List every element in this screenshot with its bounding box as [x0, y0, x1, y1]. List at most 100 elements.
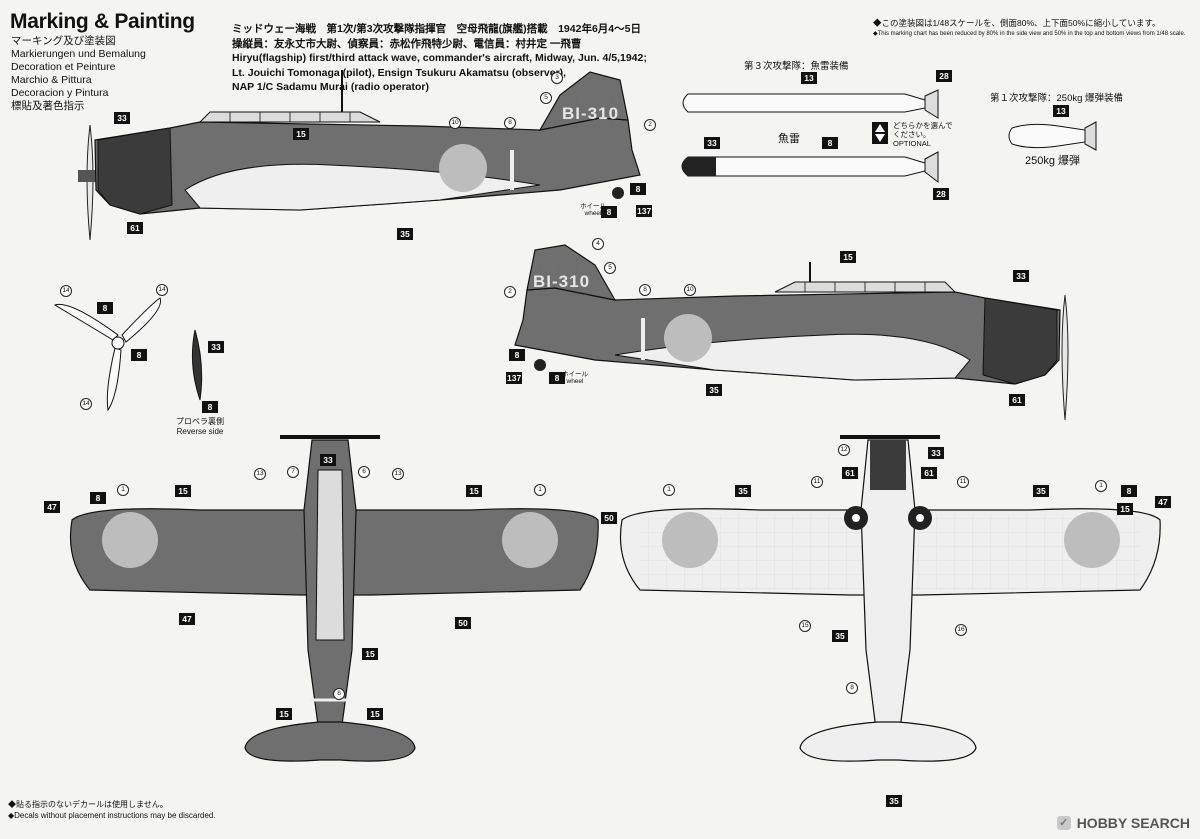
mission-en-line3: NAP 1/C Sadamu Murai (radio operator)	[232, 81, 430, 93]
hinomaru-side-2	[664, 314, 712, 362]
decal-callout: 35	[886, 795, 902, 807]
propeller-caption-jp: プロペラ裏側	[176, 417, 224, 426]
wheel-label-2: ホイール wheel	[562, 371, 588, 385]
decal-callout: 11	[811, 476, 823, 488]
logo-icon: ✓	[1056, 816, 1071, 830]
subtitle-de: Markierungen und Bemalung	[11, 48, 146, 60]
wheel-label-1-en: wheel	[584, 210, 602, 217]
decal-callout: 50	[455, 617, 471, 629]
decal-callout: 8	[601, 206, 617, 218]
top-view	[69, 435, 599, 762]
tail-wheel-2	[534, 359, 546, 371]
decal-callout: 4	[592, 238, 604, 250]
decal-callout: 15	[840, 251, 856, 263]
decal-callout: 35	[832, 630, 848, 642]
hobby-search-logo: ✓ HOBBY SEARCH	[1056, 815, 1190, 831]
bottom-view	[619, 435, 1161, 762]
decal-callout: 8	[202, 401, 218, 413]
decal-callout: 33	[928, 447, 944, 459]
subtitle-es: Decoracion y Pintura	[11, 87, 109, 99]
mission-en-line1: Hiryu(flagship) first/third attack wave,…	[232, 52, 647, 64]
decal-callout: 35	[397, 228, 413, 240]
decal-callout: 10	[449, 117, 461, 129]
decal-callout: 14	[60, 285, 72, 297]
hinomaru-top-right	[502, 512, 558, 568]
decal-callout: 8	[846, 682, 858, 694]
footer-note-en: ◆Decals without placement instructions m…	[8, 811, 216, 820]
cowling-side-2	[982, 297, 1058, 385]
wheel-label-2-en: wheel	[566, 378, 584, 385]
torpedo-2	[681, 156, 926, 177]
decal-callout: 33	[704, 137, 720, 149]
decal-callout: 15	[466, 485, 482, 497]
bomb-label: 250kg 爆弾	[1025, 155, 1081, 167]
decal-callout: 15	[367, 708, 383, 720]
decal-callout: 47	[179, 613, 195, 625]
cowling-side-1	[97, 127, 173, 215]
decal-callout: 35	[706, 384, 722, 396]
tail-code-side-2: BI-310	[533, 272, 591, 291]
prop-hub	[111, 336, 125, 350]
decal-callout: 15	[362, 648, 378, 660]
decal-callout: 8	[630, 183, 646, 195]
tailplane-top	[244, 721, 416, 762]
canopy-top	[315, 469, 345, 641]
decal-callout: 10	[684, 284, 696, 296]
decal-callout: 5	[604, 262, 616, 274]
scale-note: ◆この塗装図は1/48スケールを、側面80%、上下面50%に縮小しています。 ◆…	[873, 18, 1185, 40]
wheel-label-2-jp: ホイール	[562, 371, 588, 378]
hinomaru-side-1	[439, 144, 487, 192]
prop-blade-reverse	[191, 329, 203, 401]
decal-callout: 14	[80, 398, 92, 410]
decal-callout: 137	[636, 205, 653, 217]
hinomaru-top-left	[102, 512, 158, 568]
torpedo-heading: 第３次攻撃隊：魚雷装備	[744, 61, 849, 72]
logo-text: HOBBY SEARCH	[1076, 815, 1190, 831]
scale-note-en: ◆This marking chart has been reduced by …	[873, 31, 1186, 37]
footer-note-jp: ◆貼る指示のないデカールは使用しません。	[8, 800, 168, 809]
decal-callout: 50	[601, 512, 617, 524]
decal-callout: 3	[551, 72, 563, 84]
propeller-side-2	[1061, 294, 1069, 421]
decal-callout: 61	[921, 467, 937, 479]
spinner-side-1	[78, 170, 96, 182]
decal-callout: 5	[540, 92, 552, 104]
mission-jp-line2: 操縦員：友永丈市大尉、偵察員：赤松作飛特少尉、電信員：村井定 一飛曹	[232, 37, 582, 50]
tailplane-bottom	[799, 721, 977, 762]
decal-callout: 7	[287, 466, 299, 478]
decal-callout: 8	[639, 284, 651, 296]
decal-callout: 15	[799, 620, 811, 632]
decal-callout: 8	[131, 349, 147, 361]
decal-callout: 13	[801, 72, 817, 84]
decal-callout: 61	[127, 222, 143, 234]
torpedo-2-warhead	[682, 157, 716, 176]
decal-callout: 1	[1095, 480, 1107, 492]
decal-callout: 13	[392, 468, 404, 480]
decal-callout: 33	[208, 341, 224, 353]
propeller-side-1	[86, 124, 94, 241]
mission-info: ミッドウェー海戦 第1次/第3次攻撃隊指揮官 空母飛龍(旗艦)搭載 1942年6…	[232, 22, 647, 95]
decal-callout: 1	[663, 484, 675, 496]
decal-callout: 1	[534, 484, 546, 496]
decal-callout: 8	[549, 372, 565, 384]
decal-callout: 13	[254, 468, 266, 480]
decal-callout: 16	[955, 624, 967, 636]
decal-callout: 13	[1053, 105, 1069, 117]
decal-callout: 33	[320, 454, 336, 466]
tail-code-side-1: BI-310	[562, 104, 620, 123]
decal-callout: 28	[936, 70, 952, 82]
mission-en-line2: Lt. Jouichi Tomonaga (pilot), Ensign Tsu…	[232, 66, 567, 79]
decal-callout: 12	[838, 444, 850, 456]
decal-callout: 47	[1155, 496, 1171, 508]
decal-callout: 15	[175, 485, 191, 497]
decal-callout: 8	[333, 688, 345, 700]
optional-note: どちらかを選んでください。 OPTIONAL	[893, 121, 953, 148]
propeller-front-view	[53, 297, 203, 412]
subtitle-jp: マーキング及び塗装図	[11, 35, 116, 47]
decal-callout: 137	[506, 372, 523, 384]
optional-en: OPTIONAL	[893, 139, 931, 148]
decal-callout: 14	[156, 284, 168, 296]
decal-callout: 8	[509, 349, 525, 361]
subtitle-fr: Decoration et Peinture	[11, 61, 116, 73]
